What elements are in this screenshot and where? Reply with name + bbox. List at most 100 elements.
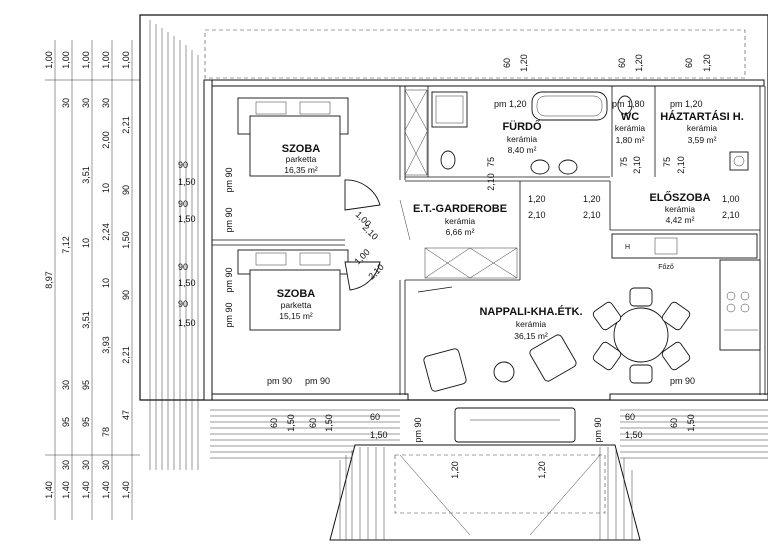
- svg-text:E.T.-GARDEROBE: E.T.-GARDEROBE: [413, 203, 507, 215]
- svg-text:1,20: 1,20: [537, 461, 547, 479]
- svg-text:1,00: 1,00: [101, 51, 111, 69]
- svg-text:kerámia: kerámia: [615, 123, 646, 133]
- svg-text:1,50: 1,50: [286, 414, 296, 432]
- svg-text:1,50: 1,50: [178, 278, 196, 288]
- svg-text:2,21: 2,21: [121, 116, 131, 134]
- left-dimension-col1: 1,00 8,97 1,40: [44, 51, 54, 499]
- room-label-furdo: FÜRDŐ kerámia 8,40 m²: [502, 120, 542, 155]
- svg-text:FÜRDŐ: FÜRDŐ: [502, 120, 542, 133]
- svg-text:HÁZTARTÁSI H.: HÁZTARTÁSI H.: [660, 110, 744, 123]
- svg-text:30: 30: [81, 98, 91, 108]
- svg-text:H: H: [625, 244, 630, 251]
- svg-text:parketta: parketta: [286, 154, 317, 164]
- svg-text:2,10: 2,10: [486, 173, 496, 191]
- svg-text:1,40: 1,40: [61, 481, 71, 499]
- bed-2: [237, 249, 349, 331]
- svg-text:90: 90: [178, 160, 188, 170]
- svg-text:90: 90: [178, 262, 188, 272]
- window-dims-top: 60 1,20 60 1,20 60 1,20 pm 1,20 pm 1,80 …: [494, 54, 712, 109]
- svg-text:1,50: 1,50: [686, 414, 696, 432]
- svg-text:36,15 m²: 36,15 m²: [514, 331, 548, 341]
- svg-text:kerámia: kerámia: [445, 216, 476, 226]
- svg-text:95: 95: [61, 417, 71, 427]
- svg-text:30: 30: [81, 460, 91, 470]
- svg-text:pm 90: pm 90: [593, 417, 603, 442]
- svg-text:pm 1,20: pm 1,20: [670, 99, 703, 109]
- svg-text:1,00: 1,00: [81, 51, 91, 69]
- svg-text:2,00: 2,00: [101, 131, 111, 149]
- kitchen: [611, 233, 761, 351]
- svg-text:10: 10: [101, 278, 111, 288]
- left-dimension-col2: 1,00 30 7,12 30 95 30 1,40: [61, 51, 71, 499]
- svg-text:1,20: 1,20: [519, 54, 529, 72]
- svg-text:pm 90: pm 90: [224, 207, 234, 232]
- svg-text:1,20: 1,20: [634, 54, 644, 72]
- svg-text:Főző: Főző: [658, 264, 674, 271]
- svg-text:1,40: 1,40: [44, 481, 54, 499]
- svg-text:10: 10: [81, 238, 91, 248]
- room-label-eloszoba: ELŐSZOBA kerámia 4,42 m²: [649, 191, 710, 225]
- doors: [344, 179, 411, 291]
- svg-text:1,80 m²: 1,80 m²: [616, 135, 645, 145]
- svg-text:60: 60: [502, 58, 512, 68]
- svg-text:1,40: 1,40: [81, 481, 91, 499]
- svg-text:90: 90: [178, 299, 188, 309]
- svg-text:90: 90: [178, 199, 188, 209]
- svg-text:2,10: 2,10: [722, 210, 740, 220]
- living-furniture: [417, 286, 691, 443]
- svg-text:60: 60: [625, 412, 635, 422]
- svg-text:1,50: 1,50: [324, 414, 334, 432]
- svg-text:kerámia: kerámia: [665, 204, 696, 214]
- svg-text:3,59 m²: 3,59 m²: [688, 135, 717, 145]
- svg-text:1,20: 1,20: [528, 194, 546, 204]
- room-label-szoba-2: SZOBA parketta 15,15 m²: [277, 288, 316, 321]
- svg-text:30: 30: [61, 460, 71, 470]
- svg-text:60: 60: [269, 418, 279, 428]
- svg-text:30: 30: [61, 380, 71, 390]
- svg-text:90: 90: [121, 290, 131, 300]
- svg-text:30: 30: [61, 98, 71, 108]
- svg-text:pm 90: pm 90: [413, 417, 423, 442]
- svg-text:2,10: 2,10: [632, 156, 642, 174]
- svg-text:8,97: 8,97: [44, 271, 54, 289]
- svg-text:47: 47: [121, 410, 131, 420]
- svg-text:75: 75: [619, 157, 629, 167]
- svg-text:NAPPALI-KHA.ÉTK.: NAPPALI-KHA.ÉTK.: [479, 305, 582, 318]
- room-label-nappali: NAPPALI-KHA.ÉTK. kerámia 36,15 m²: [479, 305, 582, 341]
- room-label-szoba-1: SZOBA parketta 16,35 m²: [282, 143, 321, 175]
- svg-text:60: 60: [308, 418, 318, 428]
- room-label-garderobe: E.T.-GARDEROBE kerámia 6,66 m²: [413, 203, 507, 237]
- svg-text:6,66 m²: 6,66 m²: [446, 227, 475, 237]
- svg-text:pm 90: pm 90: [305, 376, 330, 386]
- svg-text:pm 90: pm 90: [224, 267, 234, 292]
- window-dims-left: 90 1,50 90 1,50 90 1,50 90 1,50 pm 90 pm…: [178, 160, 234, 328]
- svg-text:1,20: 1,20: [702, 54, 712, 72]
- window-dims-bottom: pm 90 pm 90 pm 90 60 1,50 60 1,50 60 1,5…: [267, 376, 696, 479]
- svg-text:pm 1,20: pm 1,20: [494, 99, 527, 109]
- svg-text:WC: WC: [621, 111, 639, 123]
- svg-text:1,00: 1,00: [121, 51, 131, 69]
- left-dimension-col4: 1,00 30 2,00 10 2,24 10 3,93 78 30 1,40: [101, 51, 111, 499]
- svg-text:1,50: 1,50: [178, 318, 196, 328]
- svg-text:1,00: 1,00: [44, 51, 54, 69]
- svg-text:SZOBA: SZOBA: [277, 288, 316, 300]
- left-dimension-col3: 1,00 30 3,51 10 3,51 95 95 30 1,40: [81, 51, 91, 499]
- svg-text:8,40 m²: 8,40 m²: [508, 145, 537, 155]
- walls: [203, 79, 768, 401]
- svg-text:75: 75: [662, 157, 672, 167]
- svg-text:1,50: 1,50: [370, 430, 388, 440]
- svg-text:95: 95: [81, 417, 91, 427]
- svg-text:1,40: 1,40: [101, 481, 111, 499]
- svg-text:75: 75: [486, 157, 496, 167]
- svg-text:15,15 m²: 15,15 m²: [279, 311, 313, 321]
- svg-text:60: 60: [684, 58, 694, 68]
- svg-text:78: 78: [101, 427, 111, 437]
- svg-text:2,24: 2,24: [101, 223, 111, 241]
- svg-text:kerámia: kerámia: [516, 319, 547, 329]
- svg-text:pm 90: pm 90: [224, 167, 234, 192]
- svg-text:10: 10: [101, 183, 111, 193]
- svg-text:95: 95: [81, 380, 91, 390]
- svg-text:2,10: 2,10: [676, 156, 686, 174]
- svg-text:pm 90: pm 90: [267, 376, 292, 386]
- svg-text:kerámia: kerámia: [687, 123, 718, 133]
